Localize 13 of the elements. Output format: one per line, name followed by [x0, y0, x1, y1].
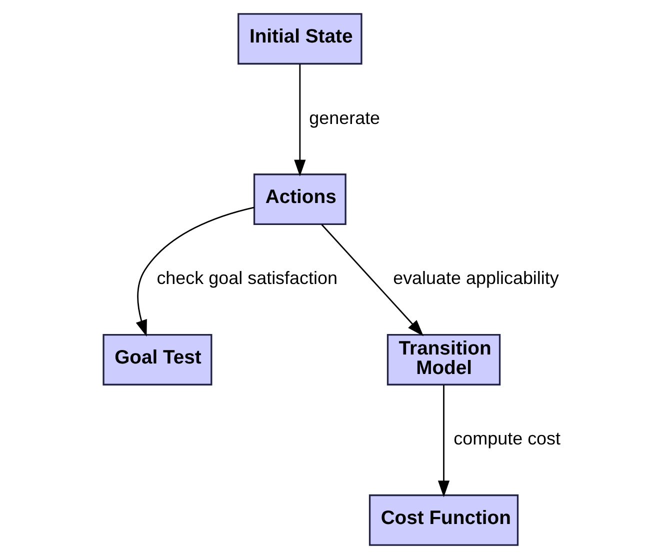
- edge-label: evaluate applicability: [392, 268, 558, 288]
- arrow: [294, 64, 306, 176]
- node-box: Transition Model: [386, 334, 500, 386]
- arrow: [135, 206, 254, 337]
- arrow: [437, 385, 450, 498]
- edge-label: generate: [308, 108, 380, 128]
- edge-label: check goal satisfaction: [156, 268, 337, 288]
- node-box: Cost Function: [368, 494, 518, 546]
- edge-label: compute cost: [453, 428, 560, 449]
- node-box: Initial State: [237, 13, 362, 65]
- node-box: Actions: [252, 174, 346, 226]
- arrow: [320, 224, 424, 336]
- node-box: Goal Test: [102, 334, 212, 386]
